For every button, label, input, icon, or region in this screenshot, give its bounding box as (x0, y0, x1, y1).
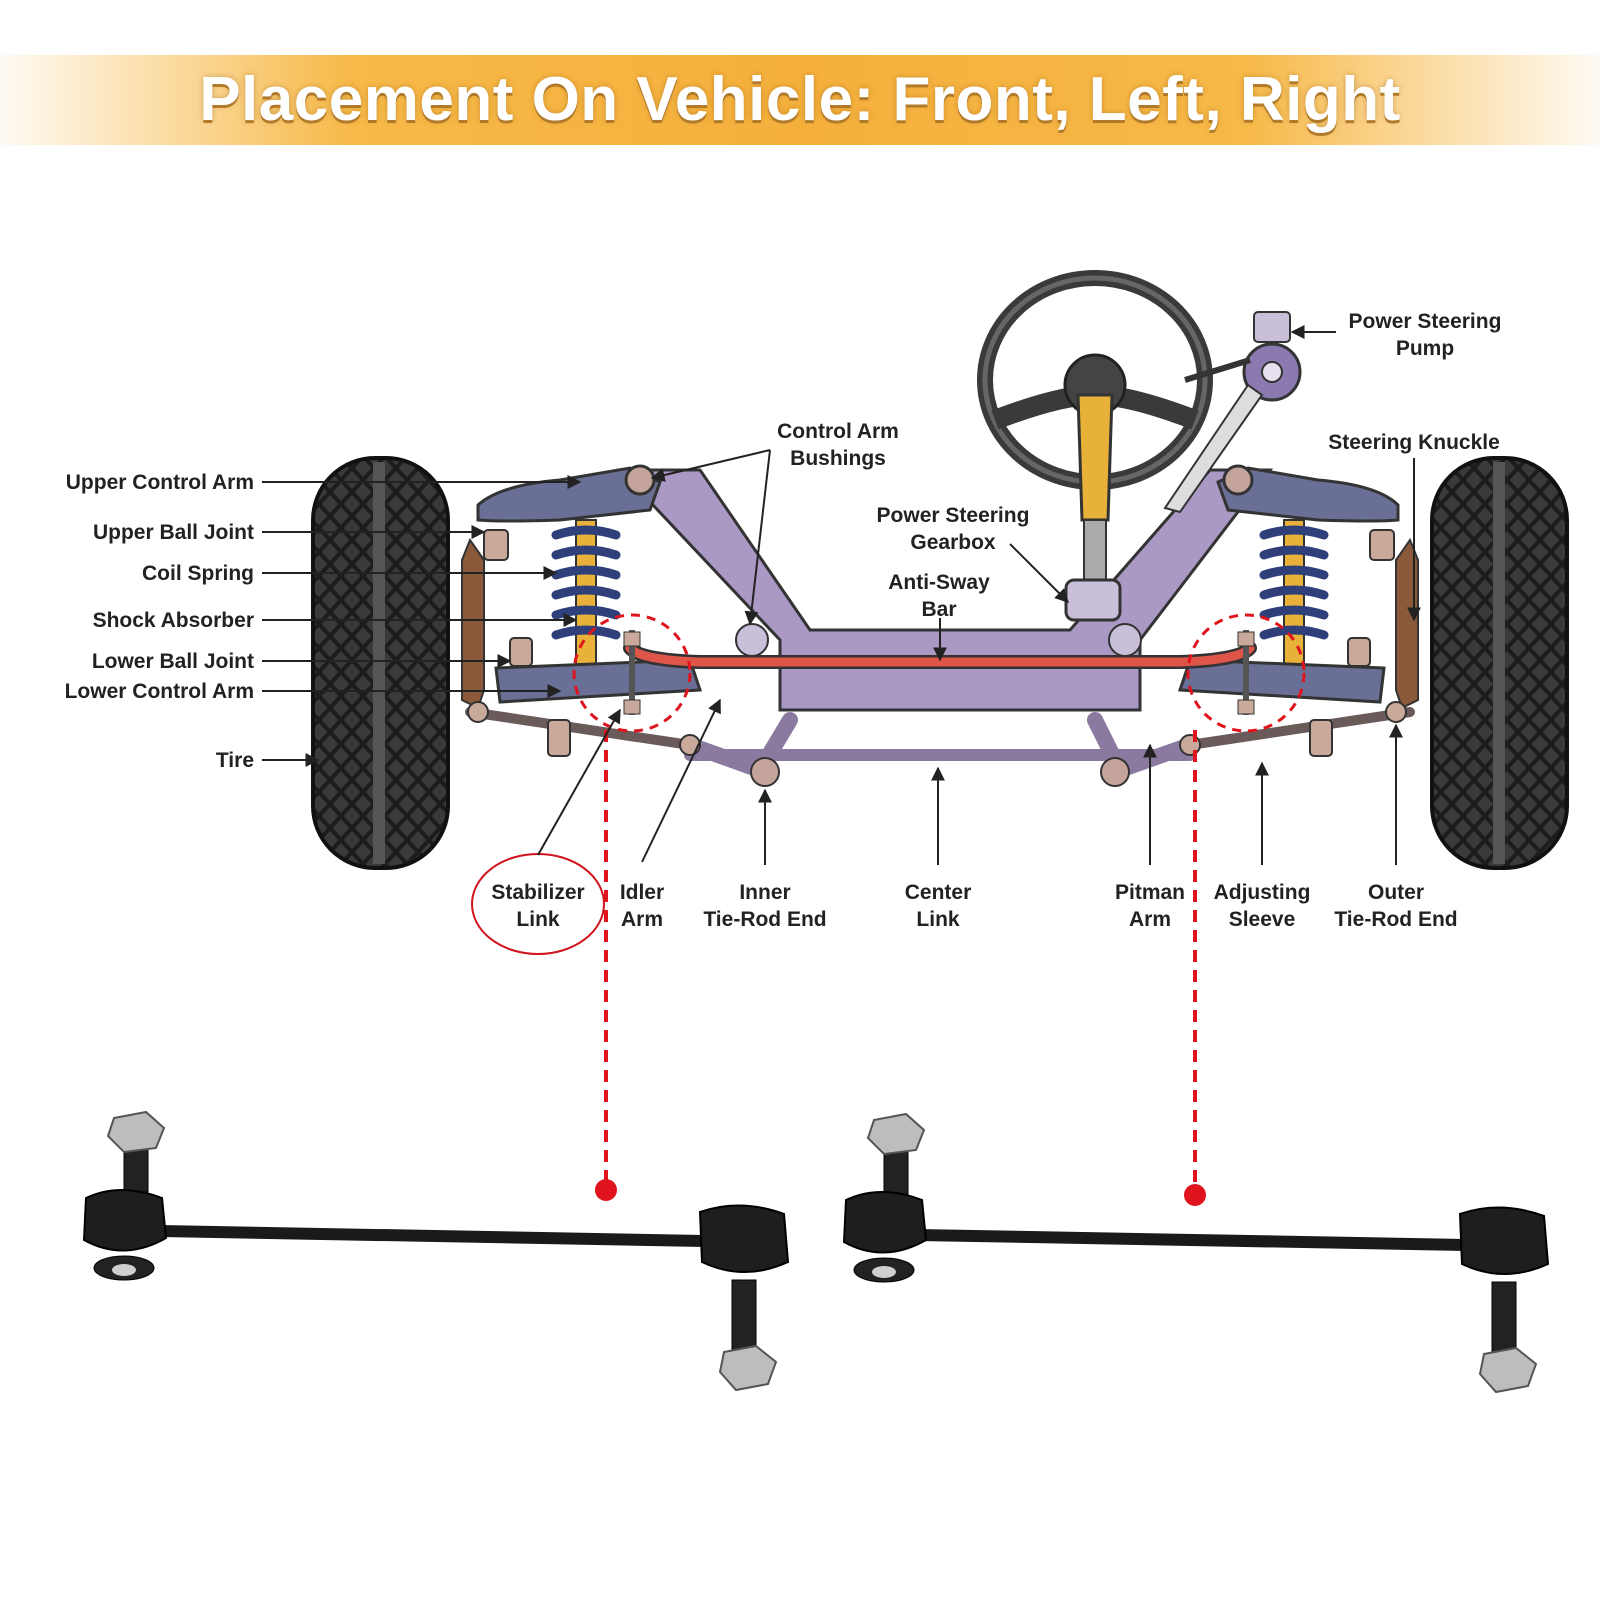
label-upper-control-arm: Upper Control Arm (66, 471, 254, 494)
tie-rod-left (465, 707, 695, 757)
label-power-steering-gearbox-1: Power Steering (877, 504, 1030, 527)
highlight-label-circle (471, 853, 605, 955)
stabilizer-link-left-installed (623, 630, 641, 715)
outer-tie-rod-end-left-joint (467, 701, 489, 723)
lower-control-arm-right (1177, 658, 1386, 704)
labels: Upper Control Arm Upper Ball Joint Coil … (65, 310, 1502, 931)
label-idler-arm-1: Idler (620, 881, 664, 904)
label-upper-ball-joint: Upper Ball Joint (93, 521, 254, 544)
stabilizer-link-right-installed (1237, 630, 1255, 715)
control-arm-bushing-left (624, 464, 656, 496)
label-shock-absorber: Shock Absorber (93, 609, 254, 632)
steering-column (1076, 393, 1114, 581)
tire-left (311, 456, 450, 870)
label-outer-tie-rod-end-1: Outer (1368, 881, 1424, 904)
inner-tie-rod-end-left (679, 734, 701, 756)
label-center-link-2: Link (916, 908, 959, 931)
label-stabilizer-link-2: Link (516, 908, 559, 931)
label-coil-spring: Coil Spring (142, 562, 254, 585)
stabilizer-link-left-product (82, 1110, 790, 1392)
frame-crossmember (616, 468, 1274, 712)
steering-knuckle-left (461, 537, 485, 710)
outer-tie-rod-end-right-joint (1385, 701, 1407, 723)
label-pitman-arm-2: Arm (1129, 908, 1171, 931)
tire-right (1430, 456, 1569, 870)
label-tire: Tire (216, 749, 254, 772)
lower-ball-joint-right (1347, 637, 1371, 667)
label-center-link-1: Center (905, 881, 972, 904)
stabilizer-link-right-product (842, 1112, 1550, 1394)
coil-spring-right (1259, 525, 1329, 640)
label-lower-ball-joint: Lower Ball Joint (92, 650, 254, 673)
highlight-circle-right (1186, 613, 1306, 733)
label-power-steering-gearbox-2: Gearbox (910, 531, 996, 554)
lower-ball-joint-left (509, 637, 533, 667)
upper-control-arm-right (1216, 466, 1400, 523)
label-anti-sway-bar-2: Bar (921, 598, 956, 621)
label-anti-sway-bar-1: Anti-Sway (888, 571, 990, 594)
leader-dot-right (1184, 1184, 1206, 1206)
label-outer-tie-rod-end-2: Tie-Rod End (1334, 908, 1457, 931)
title-banner: Placement On Vehicle: Front, Left, Right (0, 55, 1600, 145)
leader-dot-left (595, 1179, 617, 1201)
label-control-arm-bushings-2: Bushings (790, 447, 886, 470)
shock-absorber-left (575, 519, 597, 671)
label-pitman-arm-1: Pitman (1115, 881, 1185, 904)
label-idler-arm-2: Arm (621, 908, 663, 931)
label-stabilizer-link-1: Stabilizer (491, 881, 584, 904)
upper-ball-joint-right (1369, 529, 1395, 561)
label-adjusting-sleeve-1: Adjusting (1214, 881, 1311, 904)
label-inner-tie-rod-end-1: Inner (739, 881, 790, 904)
page-title: Placement On Vehicle: Front, Left, Right (199, 65, 1401, 134)
upper-ball-joint-left (483, 529, 509, 561)
highlight-circle-left (572, 613, 692, 733)
label-control-arm-bushings-1: Control Arm (777, 420, 899, 443)
label-lower-control-arm: Lower Control Arm (65, 680, 254, 703)
label-inner-tie-rod-end-2: Tie-Rod End (703, 908, 826, 931)
label-power-steering-pump-1: Power Steering (1349, 310, 1502, 333)
tie-rod-right (1185, 707, 1415, 757)
leader-lines (262, 325, 1421, 865)
label-adjusting-sleeve-2: Sleeve (1229, 908, 1296, 931)
coil-spring-left (551, 525, 621, 640)
control-arm-bushing-right (1222, 464, 1254, 496)
upper-control-arm-left (476, 466, 662, 523)
label-steering-knuckle: Steering Knuckle (1328, 431, 1500, 454)
shock-absorber-right (1283, 519, 1305, 671)
power-steering-pump (1163, 311, 1302, 514)
power-steering-gearbox (1064, 578, 1122, 622)
label-power-steering-pump-2: Pump (1396, 337, 1454, 360)
